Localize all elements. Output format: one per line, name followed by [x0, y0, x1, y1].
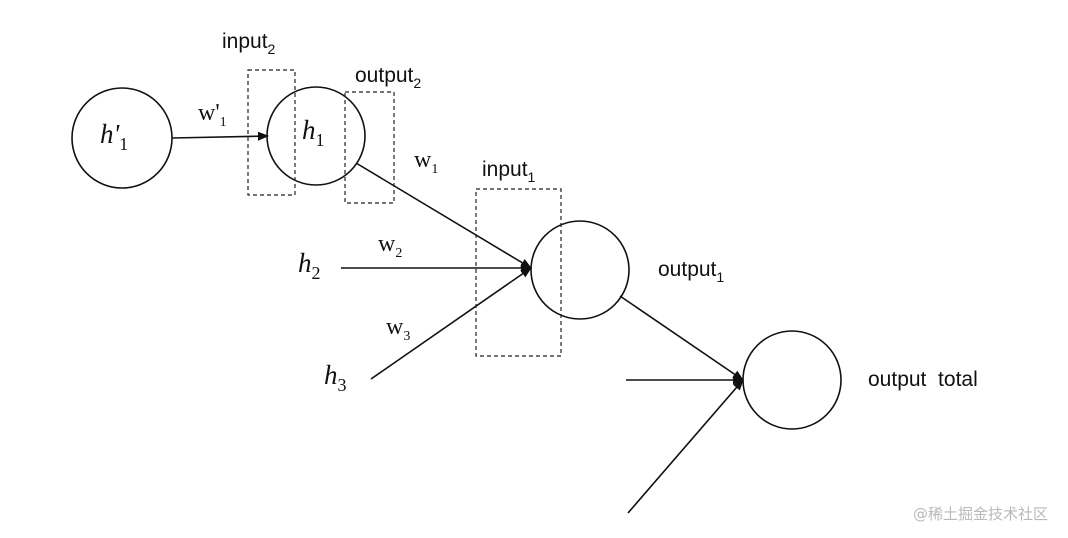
- edge-h-3-to-hidden: [370, 267, 532, 380]
- input-2-box: [247, 69, 296, 196]
- label-output-total: output total: [868, 368, 978, 391]
- label-output-1: output1: [658, 258, 724, 285]
- output-2-box: [344, 91, 395, 204]
- label-h-prime-1: h'1: [100, 119, 128, 154]
- label-h-1: h1: [302, 115, 325, 150]
- edge-h-1-to-hidden: [355, 162, 532, 269]
- label-w-2: w2: [378, 231, 402, 261]
- label-h-2: h2: [298, 248, 321, 283]
- edge-input-b-to-output: [627, 379, 744, 514]
- label-input-2: input2: [222, 30, 276, 57]
- label-w-3: w3: [386, 314, 410, 344]
- neuron-output-total: [742, 330, 842, 430]
- label-w-prime-1: w'1: [198, 100, 227, 130]
- watermark: @稀土掘金技术社区: [912, 505, 1048, 523]
- neuron-hidden: [530, 220, 630, 320]
- label-output-2: output2: [355, 64, 421, 91]
- label-w-1: w1: [414, 147, 438, 177]
- edge-hidden-to-output: [619, 295, 744, 381]
- label-h-3: h3: [324, 360, 347, 395]
- input-1-box: [475, 188, 562, 357]
- edge-h-prime-1-to-h-1: [171, 131, 270, 141]
- label-input-1: input1: [482, 158, 536, 185]
